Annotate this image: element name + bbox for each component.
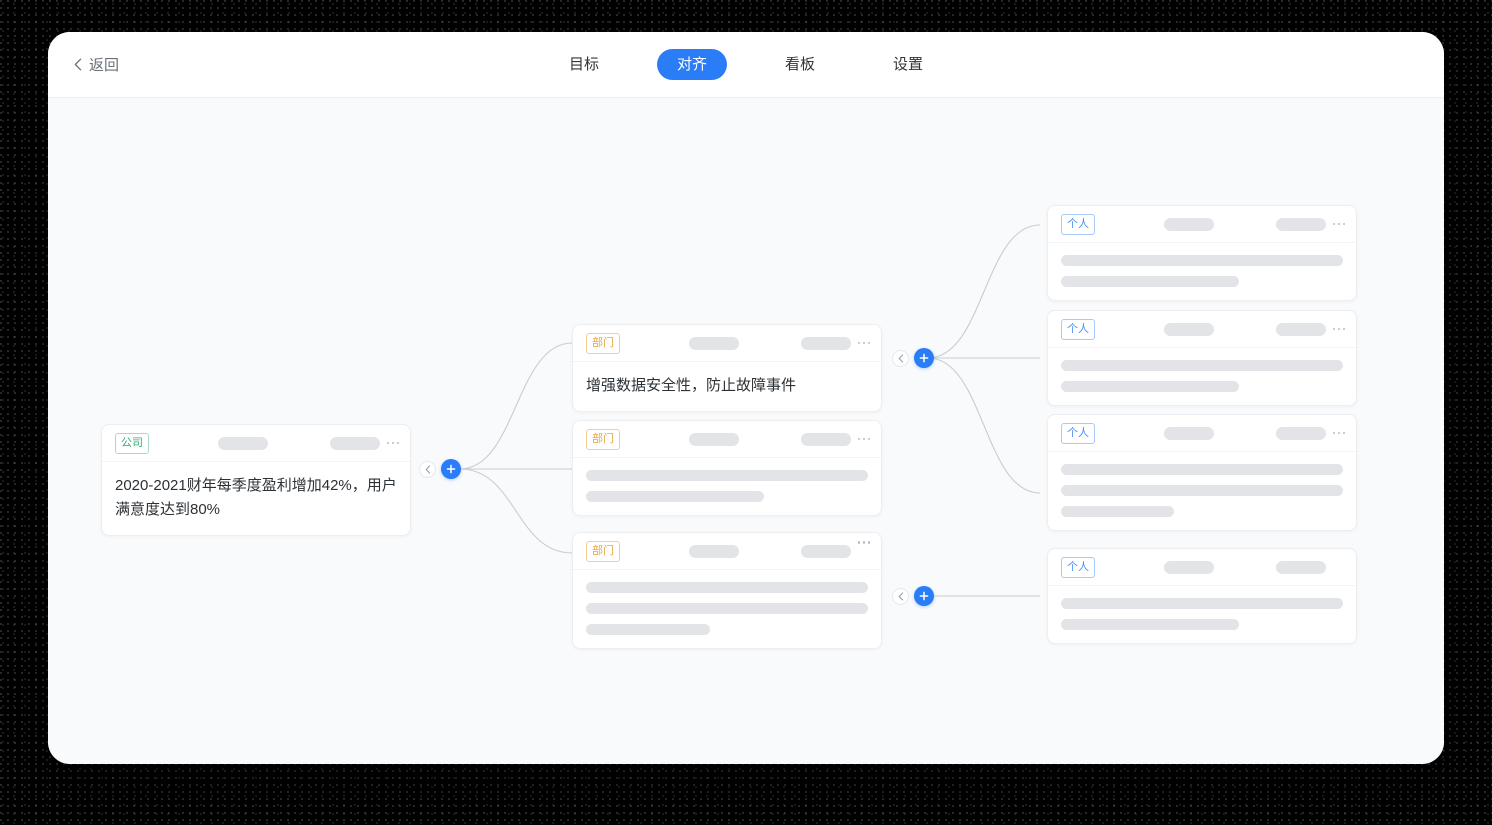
node-company-expand	[419, 459, 461, 479]
back-button-label: 返回	[89, 57, 120, 74]
progress-placeholder	[800, 544, 851, 558]
more-horizontal-icon[interactable]	[1332, 222, 1345, 226]
card-body	[1048, 348, 1356, 405]
skeleton-bar	[586, 470, 868, 481]
progress-placeholder	[1275, 426, 1326, 440]
tab-alignment[interactable]: 对齐	[656, 49, 727, 80]
card-header: 公司	[102, 425, 410, 462]
card-department-2[interactable]: 部门	[572, 420, 882, 516]
card-company[interactable]: 公司 2020-2021财年每季度盈利增加42%，用户满意度达到80%	[101, 424, 411, 536]
back-button[interactable]: 返回	[68, 50, 125, 79]
card-body	[573, 570, 881, 648]
progress-placeholder	[329, 436, 380, 450]
collapse-button[interactable]	[419, 460, 436, 478]
progress-placeholder	[1275, 560, 1326, 574]
badge-company: 公司	[115, 432, 149, 454]
skeleton-bar	[1061, 598, 1343, 609]
owner-placeholder	[1163, 322, 1214, 336]
top-navigation-bar: 返回 目标 对齐 看板 设置	[48, 32, 1444, 98]
card-header: 个人	[1048, 206, 1356, 243]
skeleton-bar	[1061, 506, 1174, 517]
owner-placeholder	[1163, 426, 1214, 440]
progress-placeholder	[800, 432, 851, 446]
skeleton-bar	[586, 624, 711, 635]
card-objective-text: 增强数据安全性，防止故障事件	[586, 377, 797, 394]
chevron-left-icon	[74, 58, 82, 71]
badge-department: 部门	[586, 428, 620, 450]
more-horizontal-icon[interactable]	[1332, 431, 1345, 435]
card-body: 增强数据安全性，防止故障事件	[573, 362, 881, 411]
tab-goals[interactable]: 目标	[568, 56, 599, 73]
add-child-button[interactable]	[441, 459, 461, 479]
owner-placeholder	[1163, 217, 1214, 231]
node-department-expand-bottom	[892, 586, 934, 606]
card-header: 部门	[573, 325, 881, 362]
skeleton-bar	[1061, 381, 1239, 392]
card-department-1[interactable]: 部门 增强数据安全性，防止故障事件	[572, 324, 882, 412]
skeleton-bar	[586, 603, 868, 614]
skeleton-bar	[1061, 360, 1343, 371]
skeleton-bar	[586, 491, 764, 502]
add-child-button[interactable]	[914, 348, 934, 368]
card-objective-text: 2020-2021财年每季度盈利增加42%，用户满意度达到80%	[115, 477, 397, 518]
skeleton-bar	[586, 582, 868, 593]
skeleton-bar	[1061, 464, 1343, 475]
more-horizontal-icon[interactable]	[1332, 327, 1345, 331]
card-header: 个人	[1048, 549, 1356, 586]
card-body	[1048, 586, 1356, 643]
card-body: 2020-2021财年每季度盈利增加42%，用户满意度达到80%	[102, 462, 410, 535]
card-personal-2[interactable]: 个人	[1047, 310, 1357, 406]
skeleton-bar	[1061, 485, 1343, 496]
collapse-button[interactable]	[892, 587, 909, 605]
owner-placeholder	[1163, 560, 1214, 574]
more-horizontal-icon[interactable]	[386, 441, 399, 445]
progress-placeholder	[1275, 322, 1326, 336]
skeleton-bar	[1061, 619, 1239, 630]
card-body	[1048, 452, 1356, 530]
tab-settings[interactable]: 设置	[893, 56, 924, 73]
more-horizontal-icon[interactable]	[857, 541, 870, 544]
card-body	[1048, 243, 1356, 300]
skeleton-bar	[1061, 276, 1239, 287]
card-header: 个人	[1048, 311, 1356, 348]
card-header: 个人	[1048, 415, 1356, 452]
card-header: 部门	[573, 421, 881, 458]
card-department-3[interactable]: 部门	[572, 532, 882, 649]
nav-tabs: 目标 对齐 看板 设置	[549, 49, 943, 80]
card-personal-1[interactable]: 个人	[1047, 205, 1357, 301]
app-window: 返回 目标 对齐 看板 设置	[48, 32, 1444, 764]
badge-personal: 个人	[1061, 422, 1095, 444]
tab-board[interactable]: 看板	[785, 56, 816, 73]
progress-placeholder	[800, 336, 851, 350]
card-personal-3[interactable]: 个人	[1047, 414, 1357, 531]
more-horizontal-icon[interactable]	[857, 341, 870, 345]
owner-placeholder	[688, 544, 739, 558]
card-personal-4[interactable]: 个人	[1047, 548, 1357, 644]
badge-department: 部门	[586, 540, 620, 562]
collapse-button[interactable]	[892, 349, 909, 367]
badge-personal: 个人	[1061, 318, 1095, 340]
card-body	[573, 458, 881, 515]
owner-placeholder	[688, 432, 739, 446]
badge-department: 部门	[586, 332, 620, 354]
more-horizontal-icon[interactable]	[857, 437, 870, 441]
node-department-expand-top	[892, 348, 934, 368]
badge-personal: 个人	[1061, 213, 1095, 235]
progress-placeholder	[1275, 217, 1326, 231]
skeleton-bar	[1061, 255, 1343, 266]
owner-placeholder	[217, 436, 268, 450]
card-header: 部门	[573, 533, 881, 570]
owner-placeholder	[688, 336, 739, 350]
alignment-canvas[interactable]: 公司 2020-2021财年每季度盈利增加42%，用户满意度达到80%	[48, 98, 1444, 764]
add-child-button[interactable]	[914, 586, 934, 606]
badge-personal: 个人	[1061, 556, 1095, 578]
